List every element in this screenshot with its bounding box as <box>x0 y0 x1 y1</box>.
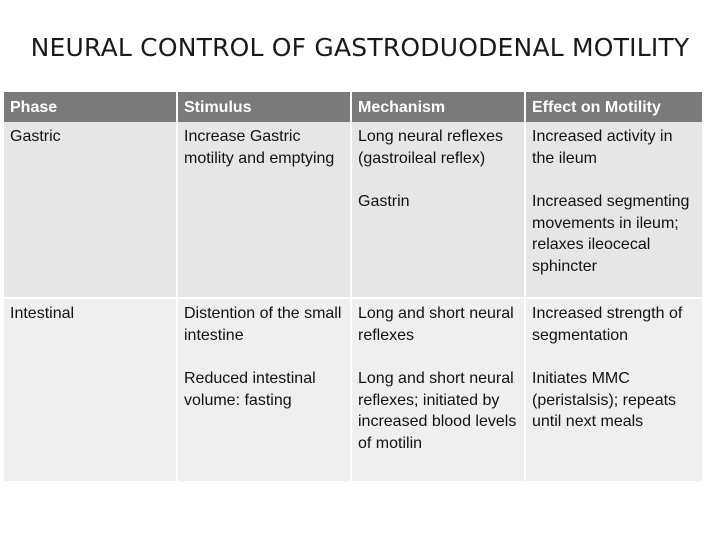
mechanism-text: Long and short neural reflexes <box>358 305 514 344</box>
mechanism-text: Gastrin <box>358 193 410 211</box>
phase-label: Intestinal <box>10 305 75 322</box>
cell-effect-intestinal: Increased strength of segmentation Initi… <box>526 299 702 481</box>
stimulus-text: Increase Gastric motility and emptying <box>184 128 335 167</box>
mechanism-text: Long neural reflexes (gastroileal reflex… <box>358 128 503 167</box>
page-title: NEURAL CONTROL OF GASTRODUODENAL MOTILIT… <box>30 33 690 62</box>
header-mechanism: Mechanism <box>352 92 526 122</box>
cell-stimulus-intestinal: Distention of the small intestine Reduce… <box>178 299 352 481</box>
effect-text: Increased strength of segmentation <box>532 305 683 344</box>
cell-stimulus-gastric: Increase Gastric motility and emptying <box>178 122 352 299</box>
header-stimulus: Stimulus <box>178 92 352 122</box>
cell-effect-gastric: Increased activity in the ileum Increase… <box>526 122 702 299</box>
cell-mechanism-gastric: Long neural reflexes (gastroileal reflex… <box>352 122 526 299</box>
motility-table: Phase Stimulus Mechanism Effect on Motil… <box>4 92 702 482</box>
phase-label: Gastric <box>10 128 61 145</box>
header-effect: Effect on Motility <box>526 92 702 122</box>
cell-mechanism-intestinal: Long and short neural reflexes Long and … <box>352 299 526 481</box>
header-phase: Phase <box>4 92 178 122</box>
effect-text: Increased activity in the ileum <box>532 128 673 167</box>
cell-phase-intestinal: Intestinal <box>4 299 178 481</box>
cell-phase-gastric: Gastric <box>4 122 178 299</box>
effect-text: Initiates MMC (peristalsis); repeats unt… <box>532 370 677 431</box>
mechanism-text: Long and short neural reflexes; initiate… <box>358 370 517 452</box>
effect-text: Increased segmenting movements in ileum;… <box>532 193 690 275</box>
stimulus-text: Distention of the small intestine <box>184 305 342 344</box>
stimulus-text: Reduced intestinal volume: fasting <box>184 370 316 409</box>
